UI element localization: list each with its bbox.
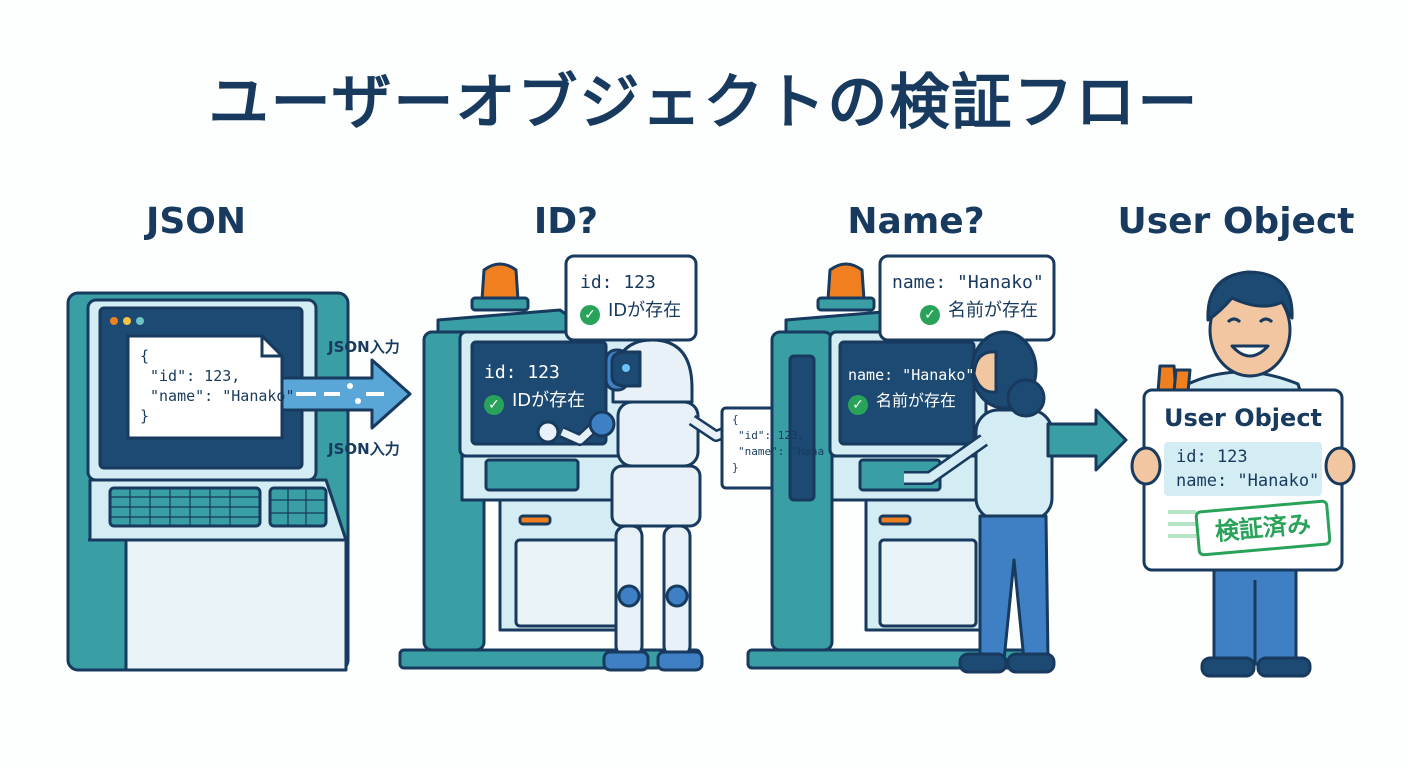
check-icon: ✓ <box>484 395 504 415</box>
id-bubble-value: id: 123 <box>580 272 656 293</box>
name-bubble-value: name: "Hanako" <box>892 272 1044 293</box>
handoff-line-name: "name": "Hana <box>738 445 825 458</box>
name-screen-status: ✓名前が存在 <box>848 388 956 415</box>
woman-operator <box>904 330 1056 674</box>
name-screen-value: name: "Hanako" <box>848 366 975 384</box>
user-card-heading: User Object <box>1163 404 1323 432</box>
arrow-label-bottom: JSON入力 <box>328 440 400 458</box>
keyboard-keys <box>110 488 326 526</box>
handoff-arrow <box>1046 408 1128 472</box>
id-screen-status: ✓IDが存在 <box>484 388 585 415</box>
handoff-line-id: "id": 123, <box>738 429 805 442</box>
id-kiosk <box>398 262 702 670</box>
step-label-user-object: User Object <box>1117 201 1355 242</box>
user-card-id: id: 123 <box>1176 447 1248 467</box>
user-person <box>1156 270 1312 678</box>
user-card-name: name: "Hanako" <box>1176 471 1320 491</box>
check-icon: ✓ <box>580 305 600 325</box>
check-icon: ✓ <box>920 305 940 325</box>
id-bubble-status: ✓IDが存在 <box>580 298 681 325</box>
json-open-brace: { <box>140 347 150 365</box>
step-label-id: ID? <box>533 201 599 242</box>
step-label-name: Name? <box>847 201 985 242</box>
handoff-open-brace: { <box>732 413 739 426</box>
id-screen-value: id: 123 <box>484 362 560 383</box>
json-line-name: "name": "Hanako" <box>150 387 295 405</box>
arrow-label-top: JSON入力 <box>328 338 400 356</box>
name-bubble-status: ✓名前が存在 <box>920 298 1038 325</box>
page-title: ユーザーオブジェクトの検証フロー <box>208 68 1200 138</box>
json-line-id: "id": 123, <box>150 367 241 385</box>
data-flow-arrow <box>280 358 412 430</box>
robot <box>536 338 729 672</box>
step-label-json: JSON <box>145 201 247 242</box>
handoff-close-brace: } <box>732 461 739 474</box>
json-close-brace: } <box>140 407 150 425</box>
check-icon: ✓ <box>848 395 868 415</box>
